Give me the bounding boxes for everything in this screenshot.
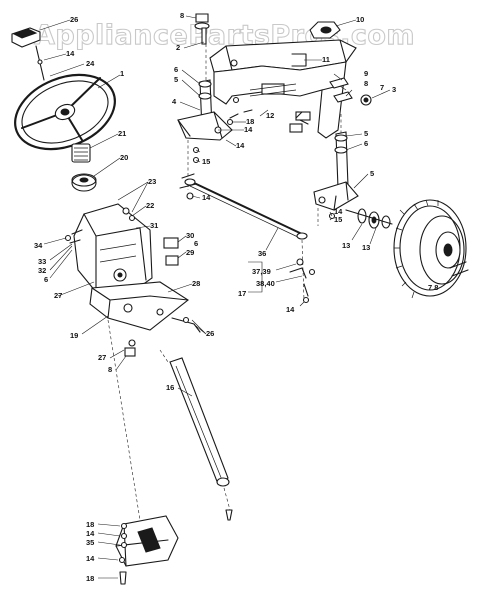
callout-8b: 8 [180,11,184,20]
callout-5: 5 [174,75,178,84]
callout-36: 36 [258,249,266,258]
callout-6: 6 [44,275,48,284]
steering-wheel [14,73,116,151]
callout-37-39: 37,39 [252,267,271,276]
callout-16: 16 [166,383,174,392]
housing-hardware [64,207,179,357]
callout-28: 28 [192,279,200,288]
callout-26b: 26 [206,329,214,338]
callout-15: 15 [202,157,210,166]
callout-22: 22 [146,201,154,210]
callout-24: 24 [86,59,95,68]
watermark: AppliancePartsPros.com [34,20,415,51]
callout-17: 17 [238,289,246,298]
callout-12: 12 [266,111,274,120]
steering-gear [115,515,179,585]
callout-7: 7 [380,83,384,92]
callout-18c: 18 [86,574,94,583]
callout-14: 14 [66,49,75,58]
callout-14g: 14 [86,529,95,538]
callout-6c: 6 [174,65,178,74]
callout-20: 20 [120,153,128,162]
callout-1: 1 [120,69,124,78]
tie-rod [184,178,308,240]
callout-10: 10 [356,15,364,24]
callout-3: 3 [392,85,396,94]
callout-32: 32 [38,266,46,275]
steering-adapter [71,143,97,192]
lower-bracket [89,281,201,333]
callout-13b: 13 [362,243,370,252]
callout-18b: 18 [86,520,94,529]
callout-5b: 5 [364,129,368,138]
axle-top-hardware [194,13,341,80]
callout-14d: 14 [202,193,211,202]
callout-14f: 14 [286,305,295,314]
steering-cap [11,27,45,81]
tie-rod-end-hardware [289,239,316,304]
callout-15b: 15 [334,215,342,224]
callout-11: 11 [322,55,330,64]
callout-13: 13 [342,241,350,250]
callout-38-40: 38,40 [256,279,275,288]
callout-27: 27 [54,291,62,300]
callout-4: 4 [172,97,177,106]
right-spindle [313,114,359,226]
callout-6d: 6 [364,139,368,148]
axle-right-hardware [295,77,372,125]
callout-23: 23 [148,177,156,186]
steering-shaft [169,357,233,521]
hub-hardware [328,208,393,229]
callout-5c: 5 [370,169,374,178]
callout-26: 26 [70,15,78,24]
callout-18: 18 [246,117,254,126]
callout-6b: 6 [194,239,198,248]
leader-lines [39,15,391,579]
callout-27b: 27 [98,353,106,362]
callout-21: 21 [118,129,126,138]
callout-14c: 14 [236,141,245,150]
callout-8c: 8 [364,79,368,88]
callout-8: 8 [108,365,112,374]
callout-29: 29 [186,248,194,257]
callout-14h: 14 [86,554,95,563]
callout-7-8: 7 8 [428,283,438,292]
callout-14e: 14 [334,207,343,216]
callout-19: 19 [70,331,78,340]
callout-30: 30 [186,231,194,240]
front-axle [209,39,357,139]
callout-35: 35 [86,538,94,547]
front-wheel [393,199,469,299]
callout-34: 34 [34,241,43,250]
callout-31: 31 [150,221,158,230]
callout-2: 2 [176,43,180,52]
callout-9: 9 [364,69,368,78]
spindle-left-bolts [179,96,253,200]
callout-14b: 14 [244,125,253,134]
callouts: 26 14 24 1 21 20 23 22 34 33 32 6 27 31 … [34,11,438,583]
callout-33: 33 [38,257,46,266]
